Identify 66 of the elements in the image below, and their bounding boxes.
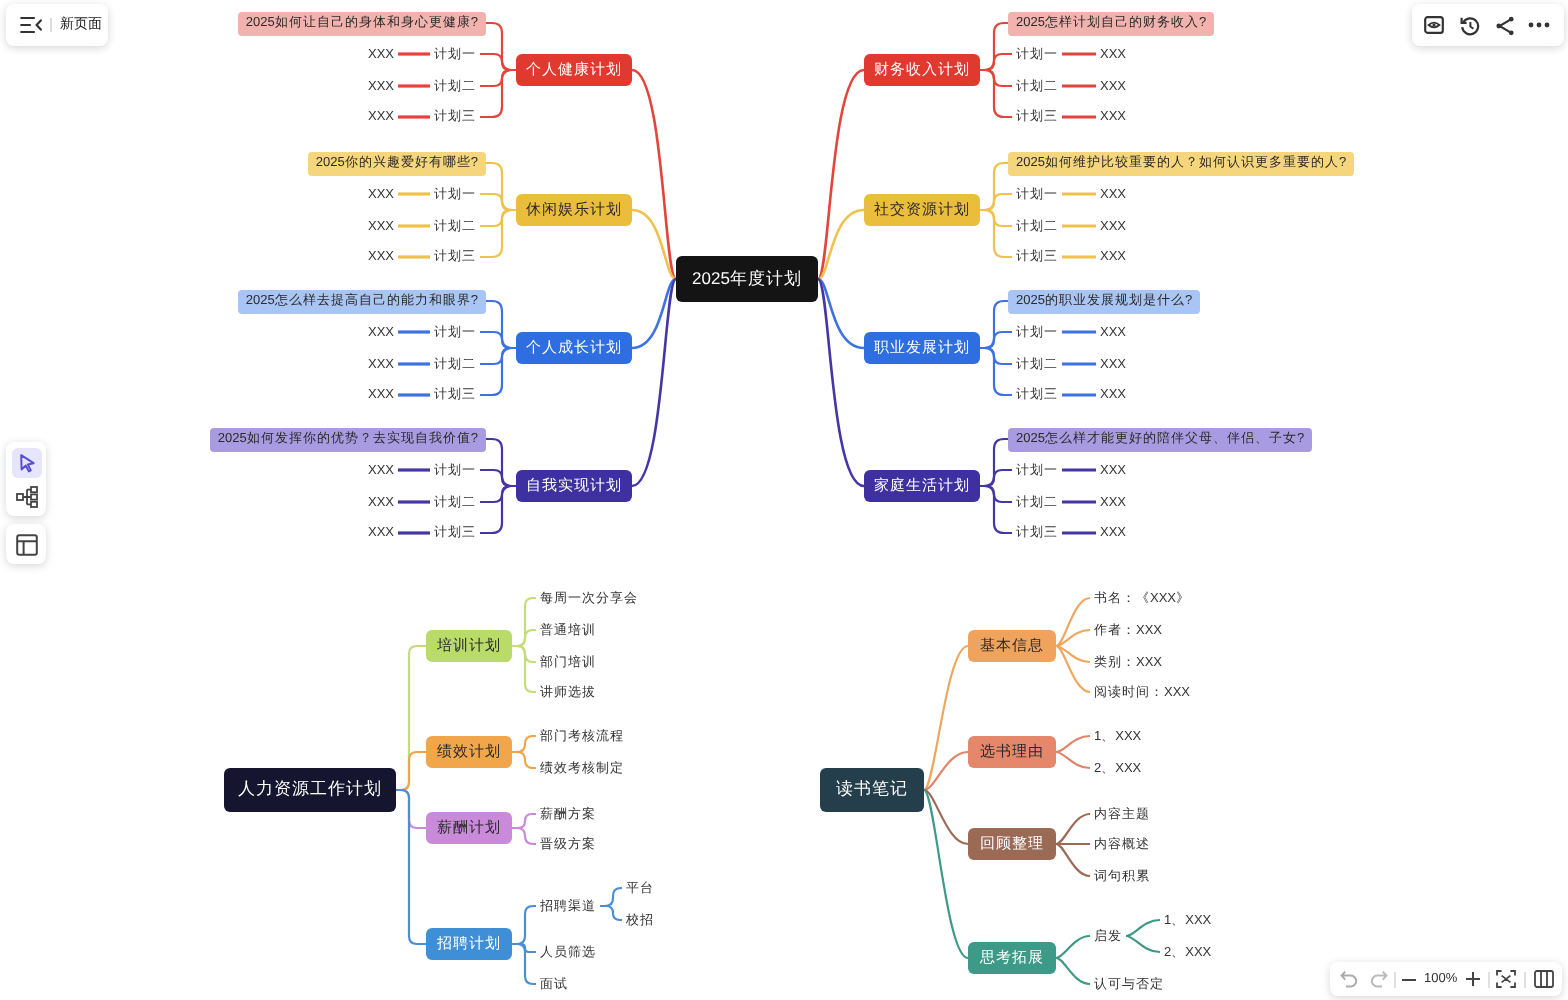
connector-line (1125, 918, 1161, 938)
connector-line (480, 484, 516, 535)
branch-line (923, 788, 969, 846)
connector-line (1062, 362, 1096, 366)
connector-line (1055, 596, 1091, 647)
connector-line (1055, 644, 1091, 664)
connector-line (1062, 500, 1096, 504)
connector-line (1055, 812, 1091, 846)
branch-line (923, 750, 969, 792)
central-topic-box: 人力资源工作计划 (224, 768, 396, 812)
connector-line (398, 330, 430, 334)
connector-line (1062, 255, 1096, 259)
branch-line (396, 788, 426, 946)
connector-line (398, 255, 430, 259)
connector-line (1125, 934, 1161, 954)
connector-line (398, 52, 430, 56)
connector-line (512, 826, 536, 846)
branch-line (817, 208, 865, 281)
branch-line (631, 68, 678, 280)
connector-line (1062, 330, 1096, 334)
connector-line (512, 942, 536, 986)
connector-line (480, 346, 516, 397)
branch-line (631, 278, 678, 488)
branch-line (816, 278, 865, 488)
connector-line (1055, 750, 1091, 770)
connector-line (1055, 628, 1091, 648)
connector-line (980, 484, 1012, 535)
central-topic-box: 2025年度计划 (676, 256, 818, 302)
connector-line (1062, 531, 1096, 535)
branch-line (631, 208, 677, 281)
connector-line (480, 68, 516, 119)
connector-line (480, 208, 516, 259)
connector-line (1062, 224, 1096, 228)
connector-line (398, 531, 430, 535)
connector-line (1055, 645, 1091, 694)
connector-line (398, 192, 430, 196)
branch-line (816, 68, 865, 280)
connector-line (398, 115, 430, 119)
connector-line (1055, 956, 1091, 986)
connector-line (512, 750, 536, 770)
branch-line (923, 789, 969, 959)
connector-line (1055, 842, 1091, 878)
connector-line (398, 224, 430, 228)
connector-line (1055, 734, 1091, 754)
connector-line (398, 362, 430, 366)
connector-line (1056, 842, 1090, 846)
connector-line (1062, 84, 1096, 88)
connector-line (980, 208, 1012, 259)
connector-line (398, 393, 430, 397)
connector-line (1062, 393, 1096, 397)
connector-line (980, 68, 1012, 119)
branch-line (817, 277, 865, 350)
connector-line (398, 84, 430, 88)
branch-line (923, 645, 969, 791)
connector-line (980, 346, 1012, 397)
branch-line (631, 277, 677, 350)
connector-line (1062, 192, 1096, 196)
connector-line (1062, 115, 1096, 119)
connector-line (1062, 468, 1096, 472)
connector-line (1055, 934, 1091, 960)
connector-line (398, 468, 430, 472)
connector-line (398, 500, 430, 504)
connector-line (1062, 52, 1096, 56)
connector-line (512, 644, 536, 694)
connector-line (600, 904, 622, 922)
central-topic-box: 读书笔记 (820, 768, 924, 812)
